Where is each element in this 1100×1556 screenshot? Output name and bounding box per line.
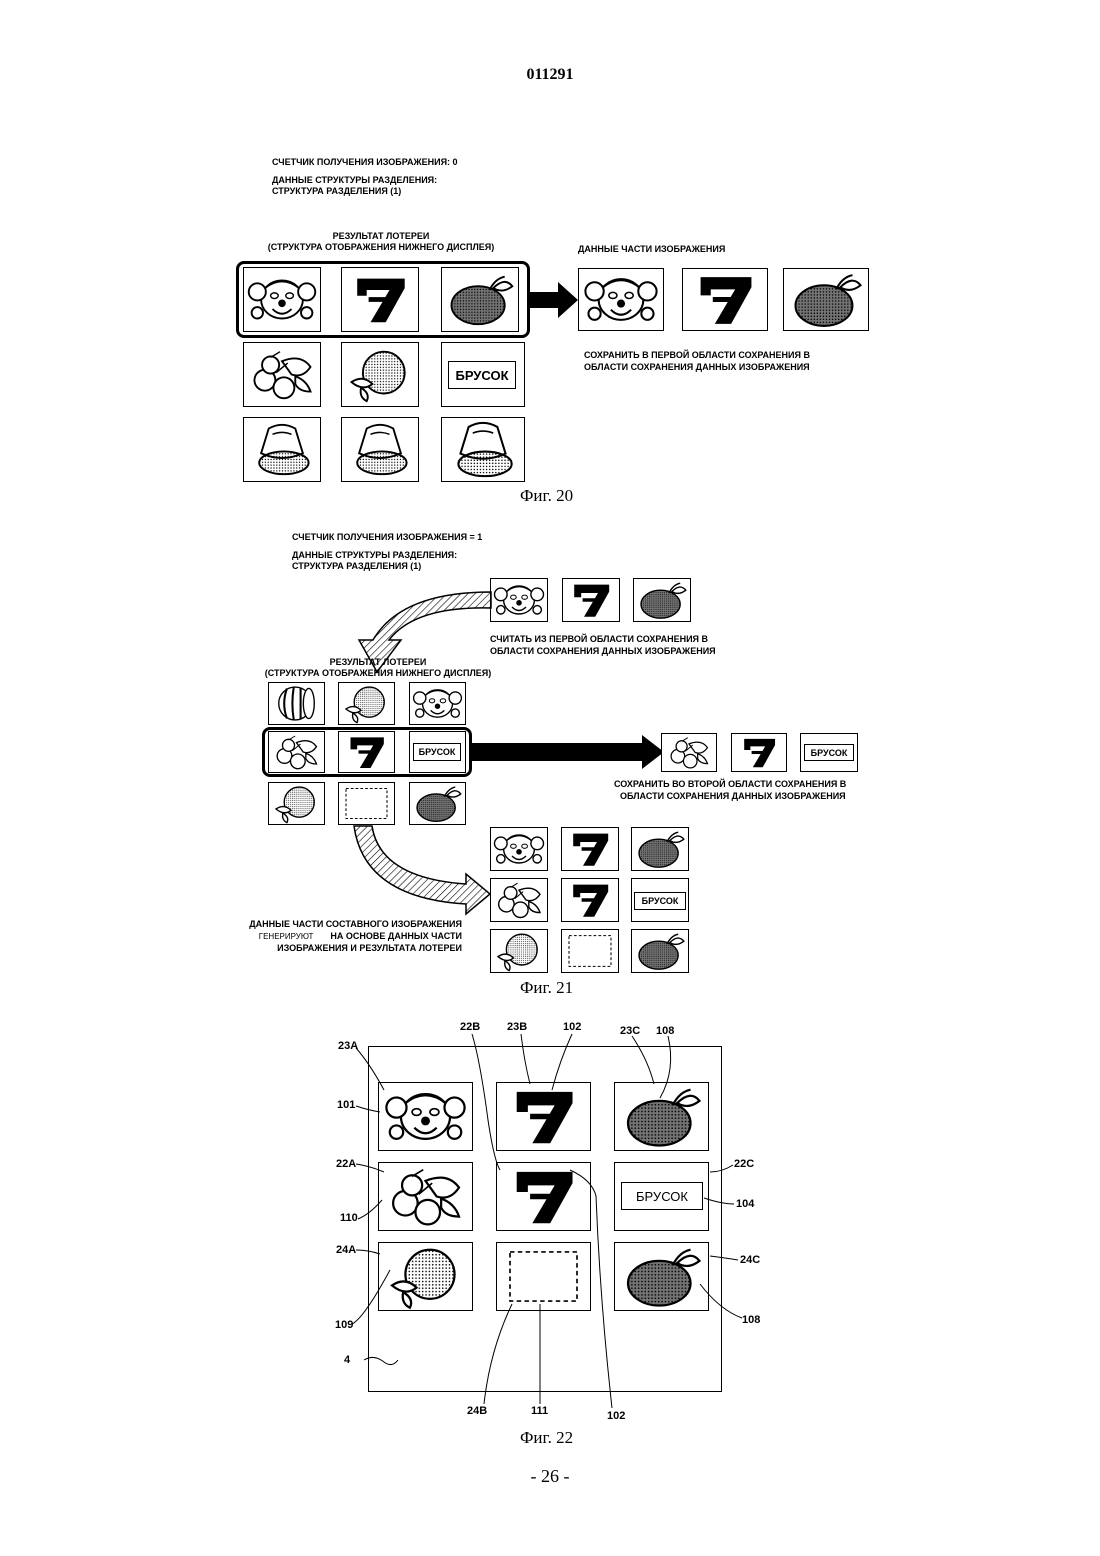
fig21-read-line2: ОБЛАСТИ СОХРАНЕНИЯ ДАННЫХ ИЗОБРАЖЕНИЯ xyxy=(490,645,716,657)
fig21-comp-blank xyxy=(561,929,619,973)
ref-108-bottom: 108 xyxy=(742,1314,760,1326)
ref-23B: 23B xyxy=(507,1021,527,1033)
fig20-cell-bell-3 xyxy=(441,417,525,482)
fig21-cell-clown-top xyxy=(409,682,466,725)
fig20-cell-bell-1 xyxy=(243,417,321,482)
ref-109: 109 xyxy=(335,1319,353,1331)
fig21-save-line1: СОХРАНИТЬ ВО ВТОРОЙ ОБЛАСТИ СОХРАНЕНИЯ В xyxy=(614,778,846,790)
fig20-save-line1: СОХРАНИТЬ В ПЕРВОЙ ОБЛАСТИ СОХРАНЕНИЯ В xyxy=(584,349,810,361)
fig21-read-line1: СЧИТАТЬ ИЗ ПЕРВОЙ ОБЛАСТИ СОХРАНЕНИЯ В xyxy=(490,633,708,645)
fig20-cell-bell-2 xyxy=(341,417,419,482)
fig22-caption: Фиг. 22 xyxy=(520,1428,573,1448)
ref-110: 110 xyxy=(340,1212,358,1224)
ref-101: 101 xyxy=(337,1099,355,1111)
fig21-cell-bar: БРУСОК xyxy=(409,731,466,773)
fig21-read-clown xyxy=(490,578,548,622)
fig21-struct-line2: СТРУКТУРА РАЗДЕЛЕНИЯ (1) xyxy=(292,560,421,572)
fig22-leader-lines xyxy=(0,1000,1100,1420)
fig20-part-seven xyxy=(682,268,768,331)
fig21-save-bar-label: БРУСОК xyxy=(804,744,854,761)
fig20-part-plum xyxy=(783,268,869,331)
fig21-read-seven xyxy=(562,578,620,622)
ref-4: 4 xyxy=(344,1354,350,1366)
fig21-right-arrow xyxy=(472,735,664,769)
fig20-struct-line2: СТРУКТУРА РАЗДЕЛЕНИЯ (1) xyxy=(272,185,401,197)
fig21-read-plum xyxy=(633,578,691,622)
fig20-part-clown xyxy=(578,268,664,331)
fig21-cell-melon xyxy=(268,682,325,725)
fig21-cell-orange-top xyxy=(338,682,395,725)
ref-102-top: 102 xyxy=(563,1021,581,1033)
fig21-cell-plum-bottom xyxy=(409,782,466,825)
fig20-cell-cherry xyxy=(243,342,321,407)
fig20-part-data-label: ДАННЫЕ ЧАСТИ ИЗОБРАЖЕНИЯ xyxy=(578,243,725,255)
ref-24A: 24A xyxy=(336,1244,356,1256)
ref-22A: 22A xyxy=(336,1158,356,1170)
fig21-cell-blank xyxy=(338,782,395,825)
fig21-comp-plum-bottom xyxy=(631,929,689,973)
ref-22B: 22B xyxy=(460,1021,480,1033)
fig21-save-cherry xyxy=(661,733,717,772)
ref-24C: 24C xyxy=(740,1254,760,1266)
ref-108-top: 108 xyxy=(656,1025,674,1037)
fig21-comp-bar: БРУСОК xyxy=(631,878,689,922)
fig21-comp-line3: ИЗОБРАЖЕНИЯ И РЕЗУЛЬТАТА ЛОТЕРЕИ xyxy=(200,942,462,954)
fig21-bar-label: БРУСОК xyxy=(413,743,461,761)
fig21-comp-seven-mid xyxy=(561,878,619,922)
ref-23C: 23C xyxy=(620,1025,640,1037)
fig21-comp-line2b: НА ОСНОВЕ ДАННЫХ ЧАСТИ xyxy=(330,931,462,941)
fig20-right-arrow xyxy=(530,280,580,320)
ref-111: 111 xyxy=(531,1405,548,1417)
fig21-comp-line1: ДАННЫЕ ЧАСТИ СОСТАВНОГО ИЗОБРАЖЕНИЯ xyxy=(200,918,462,930)
fig20-cell-seven xyxy=(341,267,419,332)
ref-22C: 22C xyxy=(734,1158,754,1170)
ref-24B: 24B xyxy=(467,1405,487,1417)
ref-23A: 23A xyxy=(338,1040,358,1052)
document-number: 011291 xyxy=(0,66,1100,84)
fig20-cell-orange xyxy=(341,342,419,407)
ref-102-bottom: 102 xyxy=(607,1410,625,1422)
fig21-cell-orange-bottom xyxy=(268,782,325,825)
fig20-cell-plum xyxy=(441,267,519,332)
fig21-composite-curve-arrow xyxy=(350,822,492,918)
fig21-comp-clown xyxy=(490,827,548,871)
fig21-lottery-line2: (СТРУКТУРА ОТОБРАЖЕНИЯ НИЖНЕГО ДИСПЛЕЯ) xyxy=(238,667,518,679)
fig20-save-line2: ОБЛАСТИ СОХРАНЕНИЯ ДАННЫХ ИЗОБРАЖЕНИЯ xyxy=(584,361,810,373)
fig21-save-line2: ОБЛАСТИ СОХРАНЕНИЯ ДАННЫХ ИЗОБРАЖЕНИЯ xyxy=(620,790,846,802)
fig21-save-seven xyxy=(731,733,787,772)
fig21-cell-seven xyxy=(338,731,395,773)
ref-104: 104 xyxy=(736,1198,754,1210)
fig20-lottery-line2: (СТРУКТУРА ОТОБРАЖЕНИЯ НИЖНЕГО ДИСПЛЕЯ) xyxy=(236,241,526,253)
fig21-comp-seven-top xyxy=(561,827,619,871)
fig20-cell-clown xyxy=(243,267,321,332)
fig20-caption: Фиг. 20 xyxy=(520,486,573,506)
fig21-save-bar: БРУСОК xyxy=(800,733,858,772)
fig20-cell-bar: БРУСОК xyxy=(441,342,525,407)
fig21-counter: СЧЕТЧИК ПОЛУЧЕНИЯ ИЗОБРАЖЕНИЯ = 1 xyxy=(292,531,482,543)
fig20-counter: СЧЕТЧИК ПОЛУЧЕНИЯ ИЗОБРАЖЕНИЯ: 0 xyxy=(272,156,458,168)
fig21-comp-plum-top xyxy=(631,827,689,871)
fig21-comp-line2a: ГЕНЕРИРУЮТ xyxy=(259,932,314,941)
fig21-comp-orange xyxy=(490,929,548,973)
fig21-cell-cherry xyxy=(268,731,325,773)
page-number: - 26 - xyxy=(0,1466,1100,1487)
fig20-bar-label: БРУСОК xyxy=(448,361,516,389)
fig21-comp-bar-label: БРУСОК xyxy=(634,892,686,910)
fig21-comp-cherry xyxy=(490,878,548,922)
fig21-caption: Фиг. 21 xyxy=(520,978,573,998)
